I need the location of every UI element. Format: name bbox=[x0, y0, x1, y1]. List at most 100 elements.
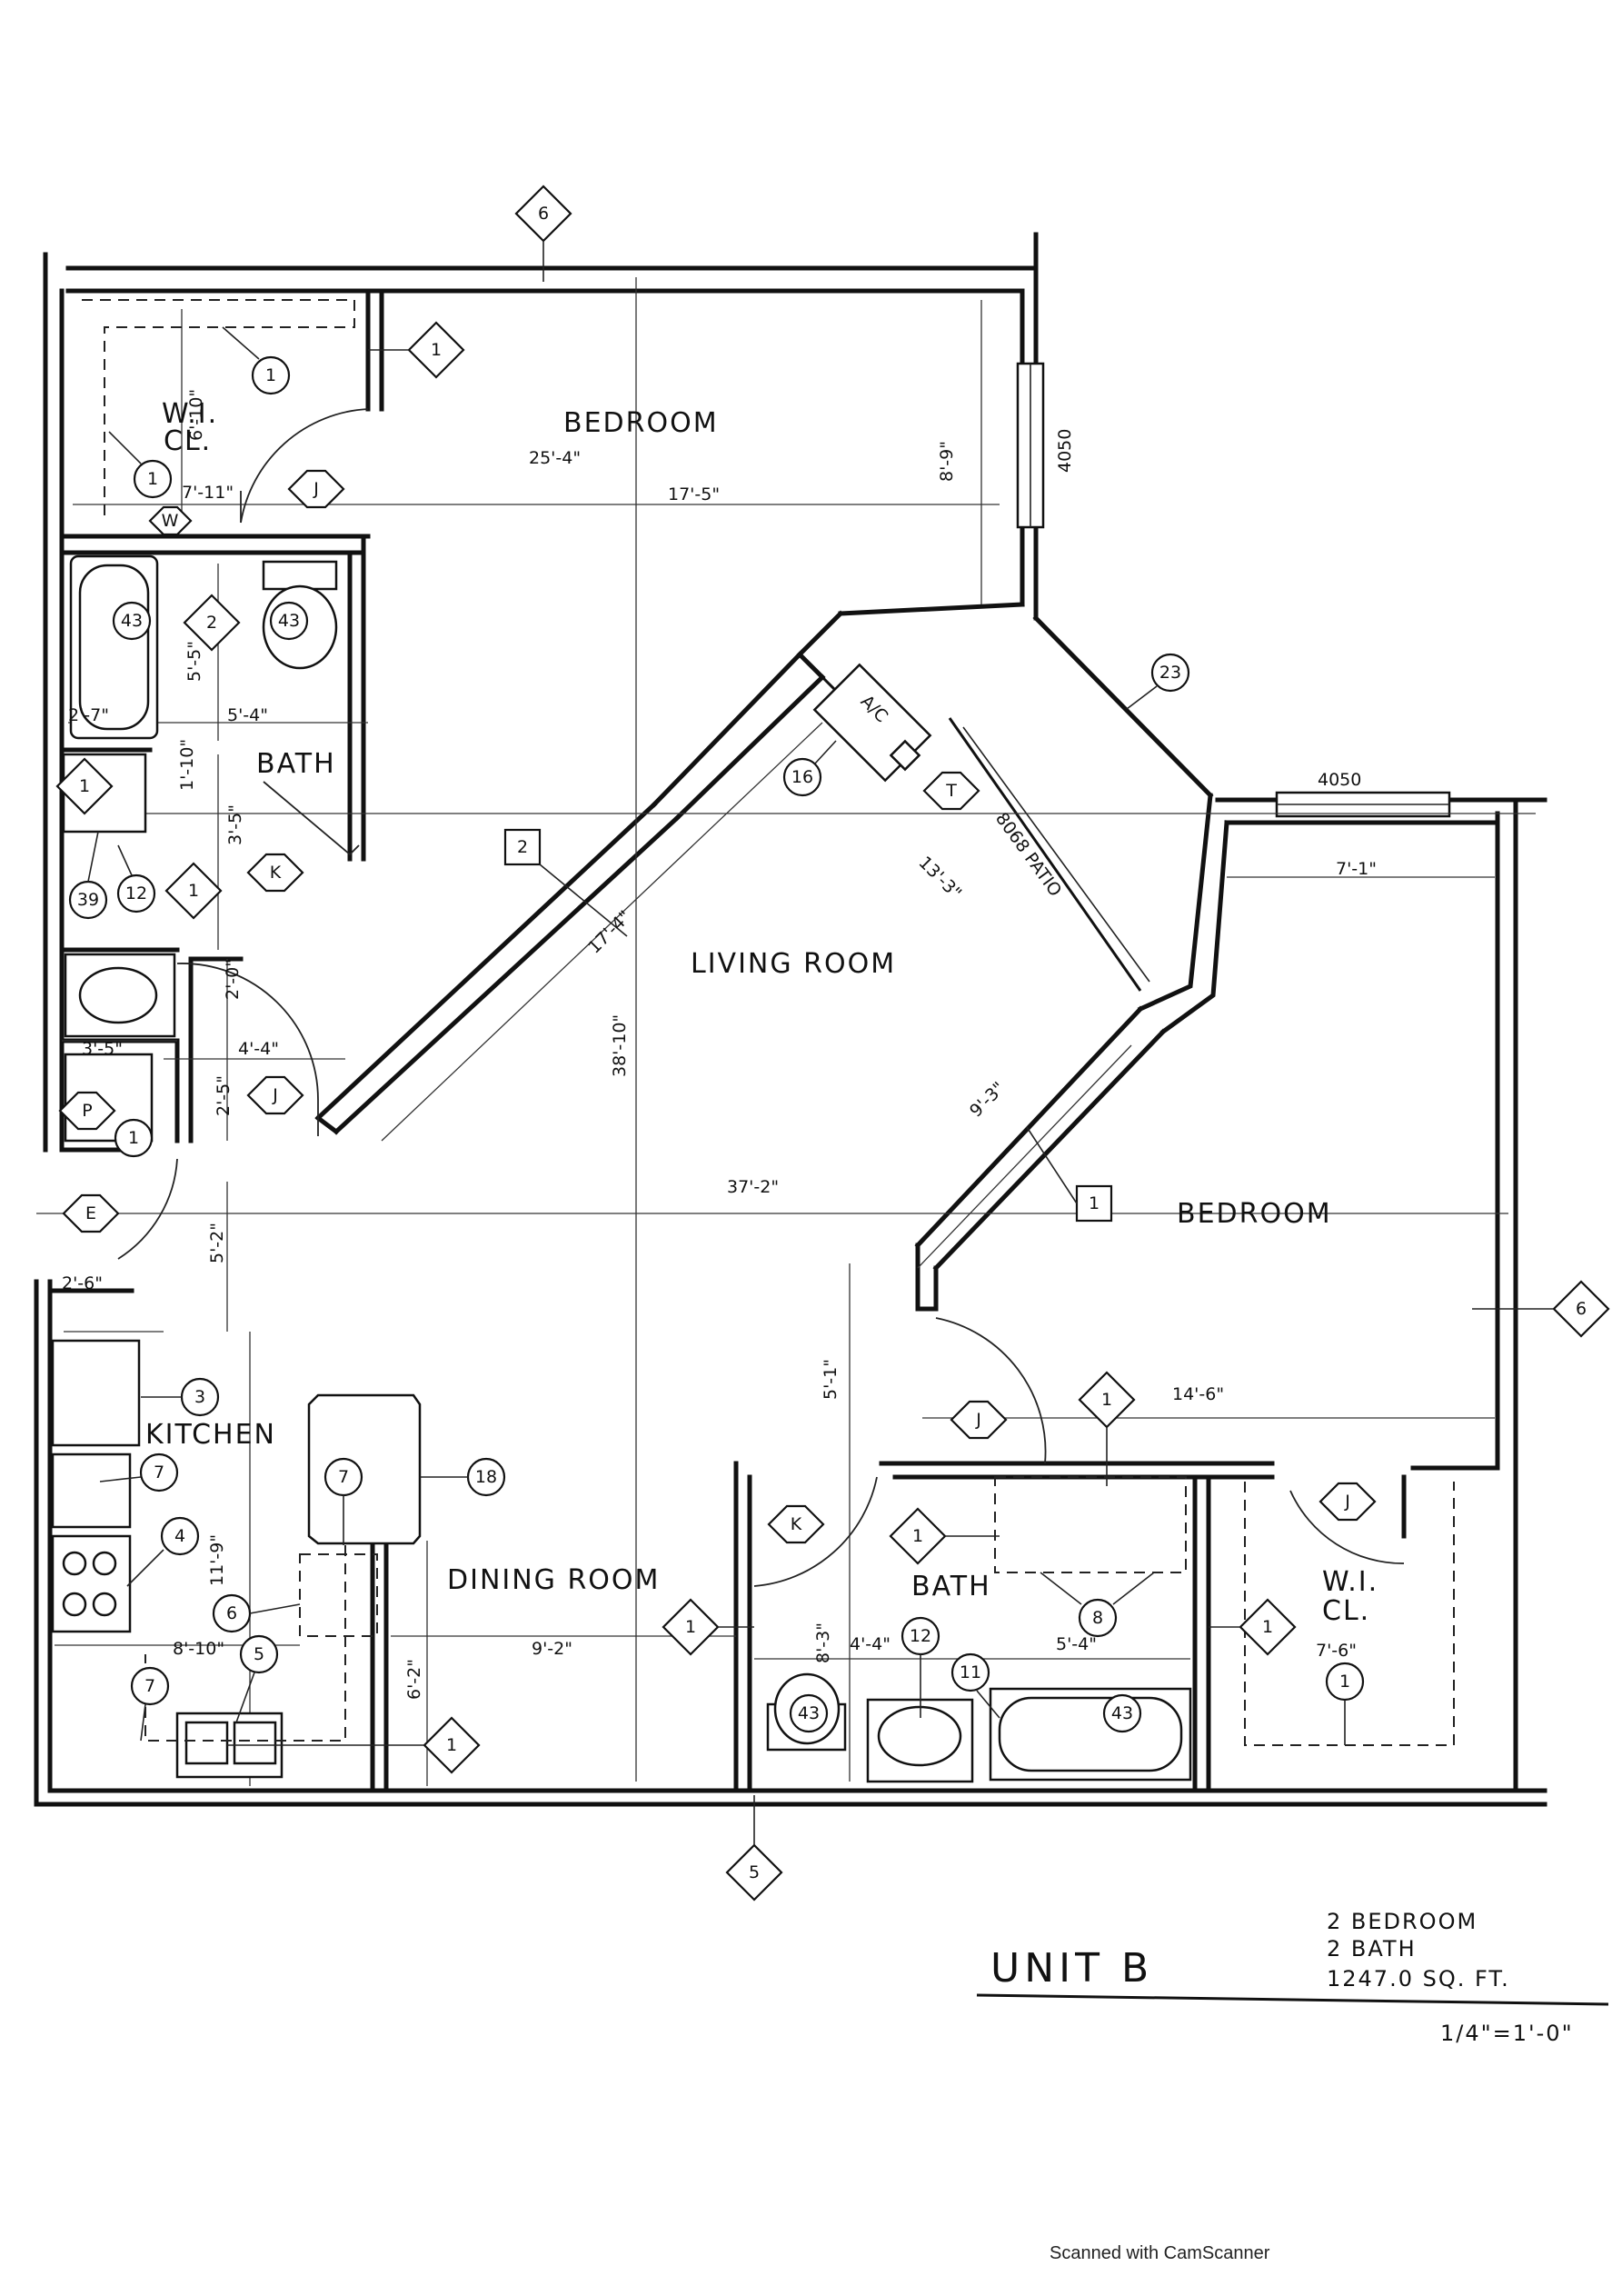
tag-bath1-vanity: 1 bbox=[79, 776, 90, 796]
tag-labels: 6 6 5 1 2 1 1 1 1 1 1 1 2 1 1 1 43 43 39… bbox=[77, 204, 1587, 1882]
tag-bath2-43b: 43 bbox=[1111, 1703, 1133, 1723]
patio-door-label: 8068 PATIO bbox=[991, 809, 1065, 901]
hex-w: W bbox=[162, 511, 179, 531]
room-label-bedroom-1: BEDROOM bbox=[563, 407, 719, 439]
dim-bath1-vanity: 1'-10" bbox=[177, 739, 197, 791]
tag-entry: 1 bbox=[128, 1128, 139, 1148]
tag-square-bed2: 1 bbox=[1089, 1193, 1100, 1213]
room-label-dining-room: DINING ROOM bbox=[447, 1564, 660, 1596]
room-label-wi-closet-2: W.I. bbox=[1322, 1566, 1378, 1598]
tag-kitchen: 1 bbox=[446, 1735, 457, 1755]
room-label-wi-closet-1-b: CL. bbox=[164, 425, 212, 457]
hex-t: T bbox=[945, 781, 957, 801]
closet-shelf-1 bbox=[82, 299, 355, 518]
room-label-kitchen: KITCHEN bbox=[145, 1419, 276, 1451]
tag-bath1-wc: 43 bbox=[278, 611, 300, 631]
dim-kitchen-height: 11'-9" bbox=[207, 1534, 227, 1586]
tag-23: 23 bbox=[1159, 663, 1181, 683]
room-label-wi-closet-2-b: CL. bbox=[1322, 1595, 1370, 1627]
tag-kitchen-7c: 7 bbox=[144, 1676, 155, 1696]
window-bedroom-1 bbox=[1016, 362, 1045, 529]
tag-kitchen-18: 18 bbox=[475, 1467, 497, 1487]
drawing-scale: 1/4"=1'-0" bbox=[1440, 2021, 1574, 2046]
square-footage: 1247.0 SQ. FT. bbox=[1327, 1966, 1510, 1992]
kitchen-fixtures bbox=[51, 1339, 422, 1779]
hex-e: E bbox=[85, 1203, 96, 1223]
dim-closet1-width: 7'-11" bbox=[182, 483, 234, 503]
tag-bath1-12: 12 bbox=[125, 883, 147, 903]
circle-callouts bbox=[68, 326, 1365, 1745]
tag-kitchen-5: 5 bbox=[254, 1644, 264, 1664]
tag-bath2-12: 12 bbox=[910, 1626, 931, 1646]
dim-hall-2: 2'-0" bbox=[223, 959, 243, 1000]
unit-title: UNIT B bbox=[990, 1945, 1153, 1992]
tag-bath2-11: 11 bbox=[960, 1662, 981, 1682]
dim-bath1-tub: 2'-7" bbox=[68, 705, 109, 725]
dim-bath2-height: 8'-3" bbox=[813, 1622, 833, 1663]
dim-hall-1: 3'-5" bbox=[225, 804, 245, 845]
dimension-labels: 25'-4" 17'-5" 8'-9" 6'-10" 7'-11" 5'-5" … bbox=[62, 389, 1377, 1700]
dim-hall-4: 4'-4" bbox=[238, 1039, 279, 1059]
hex-j-2: J bbox=[272, 1085, 278, 1105]
tag-bed1: 1 bbox=[431, 340, 442, 360]
hex-k-1: K bbox=[270, 863, 282, 883]
tag-square-living: 2 bbox=[517, 837, 528, 857]
dim-bedroom1-inner: 17'-5" bbox=[668, 484, 720, 504]
dim-overall-width: 37'-2" bbox=[727, 1177, 779, 1197]
tag-closet1-a: 1 bbox=[265, 365, 276, 385]
title-block: UNIT B 2 BEDROOM 2 BATH 1247.0 SQ. FT. 1… bbox=[976, 1909, 1609, 2046]
dim-entry-width: 2'-6" bbox=[62, 1273, 103, 1293]
room-label-wi-closet-1: W.I. bbox=[162, 398, 218, 430]
hex-j-4: J bbox=[1344, 1492, 1350, 1512]
dim-hall-5: 2'-5" bbox=[214, 1075, 234, 1116]
hex-j-3: J bbox=[975, 1410, 981, 1430]
dim-hall-3: 3'-5" bbox=[82, 1039, 123, 1059]
room-label-bath-1: BATH bbox=[256, 748, 336, 780]
tag-dining: 1 bbox=[685, 1617, 696, 1637]
dim-kitchen-width: 8'-10" bbox=[173, 1639, 224, 1659]
tag-kitchen-4: 4 bbox=[174, 1526, 185, 1546]
tag-kitchen-6: 6 bbox=[226, 1603, 237, 1623]
tag-closet2-door: 1 bbox=[1262, 1617, 1273, 1637]
tag-elev-right: 6 bbox=[1576, 1299, 1587, 1319]
dimension-lines bbox=[36, 277, 1536, 1786]
exterior-walls bbox=[34, 232, 1547, 1807]
window-label-bedroom-2: 4050 bbox=[1318, 770, 1361, 790]
bath-1-fixtures bbox=[62, 554, 338, 1143]
dim-bedroom2-width: 7'-1" bbox=[1336, 859, 1377, 879]
doors bbox=[117, 408, 1405, 1587]
dim-dining-gap: 5'-1" bbox=[821, 1359, 841, 1400]
tag-ac-16: 16 bbox=[791, 767, 813, 787]
tag-bath2-43a: 43 bbox=[798, 1703, 820, 1723]
ac-unit bbox=[812, 663, 932, 783]
tag-bath2-door: 1 bbox=[912, 1526, 923, 1546]
dim-bedroom2-diag: 9'-3" bbox=[966, 1078, 1009, 1121]
dim-dining-width: 9'-2" bbox=[532, 1639, 572, 1659]
window-label-bedroom-1: 4050 bbox=[1055, 429, 1075, 473]
room-label-bath-2: BATH bbox=[911, 1571, 991, 1602]
hex-tags bbox=[58, 469, 1377, 1544]
room-label-living-room: LIVING ROOM bbox=[691, 948, 896, 980]
scanner-watermark: Scanned with CamScanner bbox=[1050, 2243, 1270, 2263]
dim-closet2-width: 7'-6" bbox=[1316, 1641, 1357, 1661]
dim-bath2-width-b: 5'-4" bbox=[1056, 1634, 1097, 1654]
tag-elev-bottom: 5 bbox=[749, 1862, 760, 1882]
tag-bath2-mirror: 1 bbox=[1101, 1390, 1112, 1410]
dim-bedroom2-length: 14'-6" bbox=[1172, 1384, 1224, 1404]
tag-closet1-b: 1 bbox=[147, 469, 158, 489]
room-label-bedroom-2: BEDROOM bbox=[1177, 1198, 1332, 1230]
dim-entry-height: 5'-2" bbox=[207, 1223, 227, 1263]
room-labels: BEDROOM W.I. CL. BATH LIVING ROOM BEDROO… bbox=[145, 398, 1378, 1627]
hex-k-2: K bbox=[791, 1514, 802, 1534]
tag-kitchen-3: 3 bbox=[194, 1387, 205, 1407]
tag-bath1-tub: 43 bbox=[121, 611, 143, 631]
dim-bedroom1-depth: 8'-9" bbox=[937, 441, 957, 482]
window-bedroom-2 bbox=[1275, 791, 1451, 818]
hex-p: P bbox=[82, 1101, 92, 1121]
dim-living-height: 38'-10" bbox=[610, 1014, 630, 1077]
dim-bath2-width-a: 4'-4" bbox=[850, 1634, 891, 1654]
dim-closet1-height: 6'-10" bbox=[186, 389, 206, 441]
patio-door bbox=[948, 717, 1150, 992]
diamond-tags bbox=[55, 185, 1610, 1902]
